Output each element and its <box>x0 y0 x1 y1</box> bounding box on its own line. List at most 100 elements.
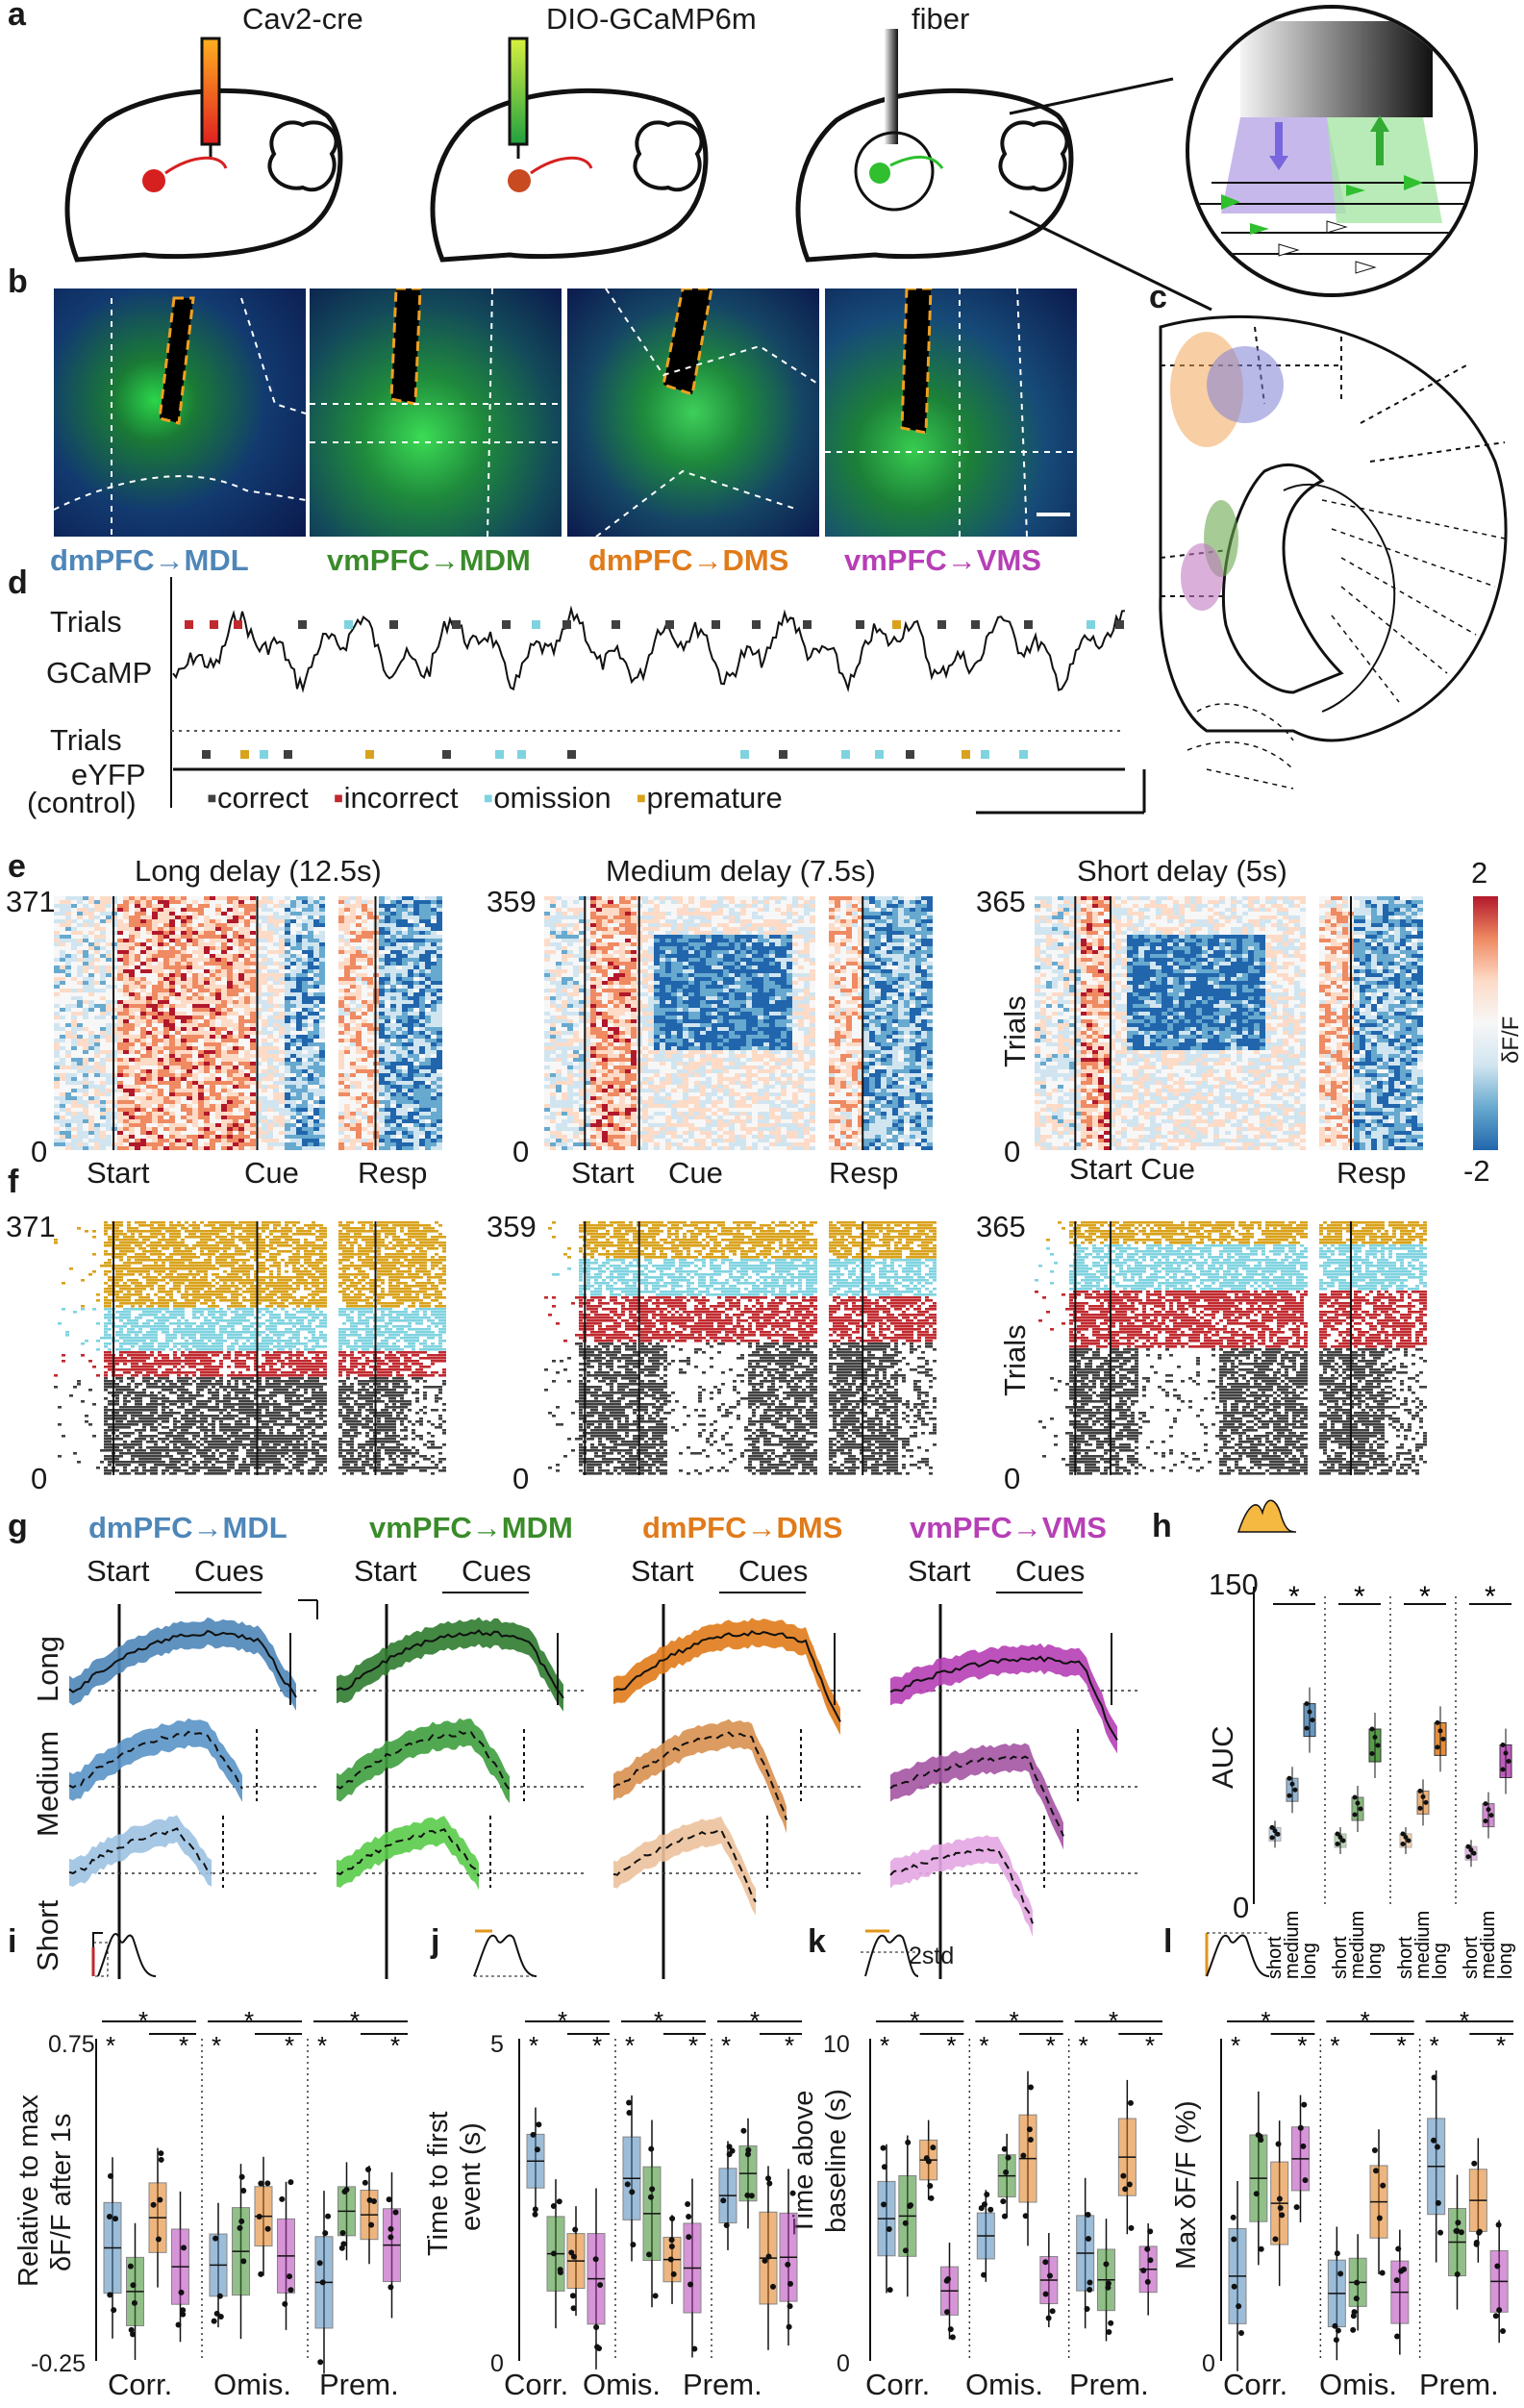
histology-image-vmpfc-mdm <box>310 288 562 537</box>
trial-marker <box>906 750 914 759</box>
panel-letter-g: g <box>8 1508 28 1545</box>
summary-boxplots: ************************************ <box>95 2006 1513 2374</box>
significance-star: * <box>244 2006 254 2035</box>
raster-ymax-long: 371 <box>6 1210 56 1244</box>
trial-marker <box>962 750 970 759</box>
significance-star: * <box>212 2031 221 2060</box>
auc-significance-star: * <box>1419 1581 1431 1613</box>
l-group-omis: Omis. <box>1319 2368 1397 2402</box>
row-label-short: Short <box>31 1900 65 1971</box>
trial-marker <box>779 750 787 759</box>
l-group-corr: Corr. <box>1223 2368 1287 2402</box>
trial-marker <box>452 620 461 629</box>
significance-star: * <box>1046 2031 1056 2060</box>
raster-ymax-medium: 359 <box>487 1210 537 1244</box>
panel-letter-b: b <box>8 263 28 301</box>
legend-correct: ▪correct <box>207 781 309 815</box>
i-group-prem: Prem. <box>319 2368 399 2402</box>
k-ytick-bottom: 0 <box>837 2350 850 2378</box>
inset-icon-i <box>91 1932 157 1977</box>
raster-ymin-medium: 0 <box>512 1462 529 1496</box>
significance-star: * <box>910 2006 919 2035</box>
significance-star: * <box>1397 2031 1407 2060</box>
raster-trials-label: Trials <box>998 1324 1033 1396</box>
auc-significance-star: * <box>1354 1581 1365 1613</box>
trace-title-vmpfc-vms: vmPFC→VMS <box>910 1511 1107 1545</box>
auc-ylabel: AUC <box>1206 1726 1240 1789</box>
heatmap-ymax-medium: 359 <box>487 885 537 919</box>
fiber-label: fiber <box>912 2 969 37</box>
row-label-long: Long <box>31 1636 65 1702</box>
trial-marker <box>260 750 268 759</box>
significance-star: * <box>750 2006 760 2035</box>
trace-title-dmpfc-dms: dmPFC→DMS <box>642 1511 842 1545</box>
brain-diagram-1 <box>64 37 343 263</box>
raster-ymax-short: 365 <box>976 1210 1026 1244</box>
brain-diagram-2 <box>430 37 709 263</box>
trial-marker <box>495 750 504 759</box>
panel-letter-i: i <box>8 1923 16 1961</box>
trace-column-3 <box>889 1592 1140 1979</box>
heatmap-resp-1 <box>829 896 933 1150</box>
heatmap-xlabel-startcue-short: Start Cue <box>1069 1152 1195 1187</box>
trial-marker <box>562 620 571 629</box>
significance-star: * <box>1496 2031 1506 2060</box>
trial-marker <box>298 620 307 629</box>
trial-marker <box>875 750 884 759</box>
auc-boxplot-chart: *shortmediumlong*shortmediumlong*shortme… <box>1253 1581 1516 1979</box>
colorbar-min: -2 <box>1463 1154 1490 1189</box>
trace-cues-label: Cues <box>462 1554 531 1589</box>
trace-start-label: Start <box>87 1554 149 1589</box>
heatmap-xlabel-cue-medium: Cue <box>668 1156 723 1191</box>
two-std-label: 2std <box>909 1943 954 1970</box>
heatmap-main-2 <box>1035 896 1306 1150</box>
coronal-section-diagram <box>1159 314 1508 790</box>
heatmap-xlabel-start-medium: Start <box>571 1156 634 1191</box>
significance-star: * <box>721 2031 731 2060</box>
auc-xtick-label: medium <box>1478 1911 1499 1979</box>
k-ytick-top: 10 <box>823 2031 850 2059</box>
trial-marker <box>389 620 398 629</box>
trace-start-label: Start <box>908 1554 970 1589</box>
colorbar <box>1473 896 1498 1150</box>
auc-significance-star: * <box>1288 1581 1300 1613</box>
significance-star: * <box>1330 2031 1339 2060</box>
inset-icon-l <box>1205 1932 1270 1977</box>
trial-marker <box>752 620 761 629</box>
heatmap-xlabel-start-long: Start <box>87 1156 149 1191</box>
trial-marker <box>841 750 850 759</box>
significance-star: * <box>285 2031 294 2060</box>
significance-star: * <box>1079 2031 1088 2060</box>
significance-star: * <box>1430 2031 1439 2060</box>
significance-star: * <box>529 2031 538 2060</box>
trial-marker <box>1019 750 1028 759</box>
panel-letter-d: d <box>8 564 28 602</box>
significance-star: * <box>880 2031 889 2060</box>
j-group-corr: Corr. <box>504 2368 568 2402</box>
auc-significance-star: * <box>1485 1581 1496 1613</box>
trial-marker <box>202 750 211 759</box>
i-group-corr: Corr. <box>108 2368 172 2402</box>
raster-resp-1 <box>829 1221 937 1475</box>
trial-marker <box>1024 620 1033 629</box>
heatmap-main-0 <box>54 896 325 1150</box>
heatmap-xlabel-resp-medium: Resp <box>829 1156 898 1191</box>
histology-image-dmpfc-dms <box>567 288 819 537</box>
heatmap-ymax-short: 365 <box>976 885 1026 919</box>
trace-cues-label: Cues <box>738 1554 808 1589</box>
significance-star: * <box>688 2031 698 2060</box>
auc-inset-icon <box>1237 1499 1297 1533</box>
trial-marker <box>1087 620 1095 629</box>
raster-ymin-long: 0 <box>31 1462 47 1496</box>
i-ytick-top: 0.75 <box>48 2031 95 2059</box>
trial-marker <box>210 620 218 629</box>
trial-marker <box>612 620 620 629</box>
significance-star: * <box>1145 2031 1155 2060</box>
trial-marker <box>185 620 193 629</box>
heatmap-title-long: Long delay (12.5s) <box>135 854 382 889</box>
gcamp-label: GCaMP <box>46 656 152 690</box>
heatmap-trials-label: Trials <box>998 995 1033 1067</box>
legend-omission: ▪omission <box>483 781 611 815</box>
raster-ymin-short: 0 <box>1004 1462 1020 1496</box>
panel-letter-e: e <box>8 848 26 886</box>
